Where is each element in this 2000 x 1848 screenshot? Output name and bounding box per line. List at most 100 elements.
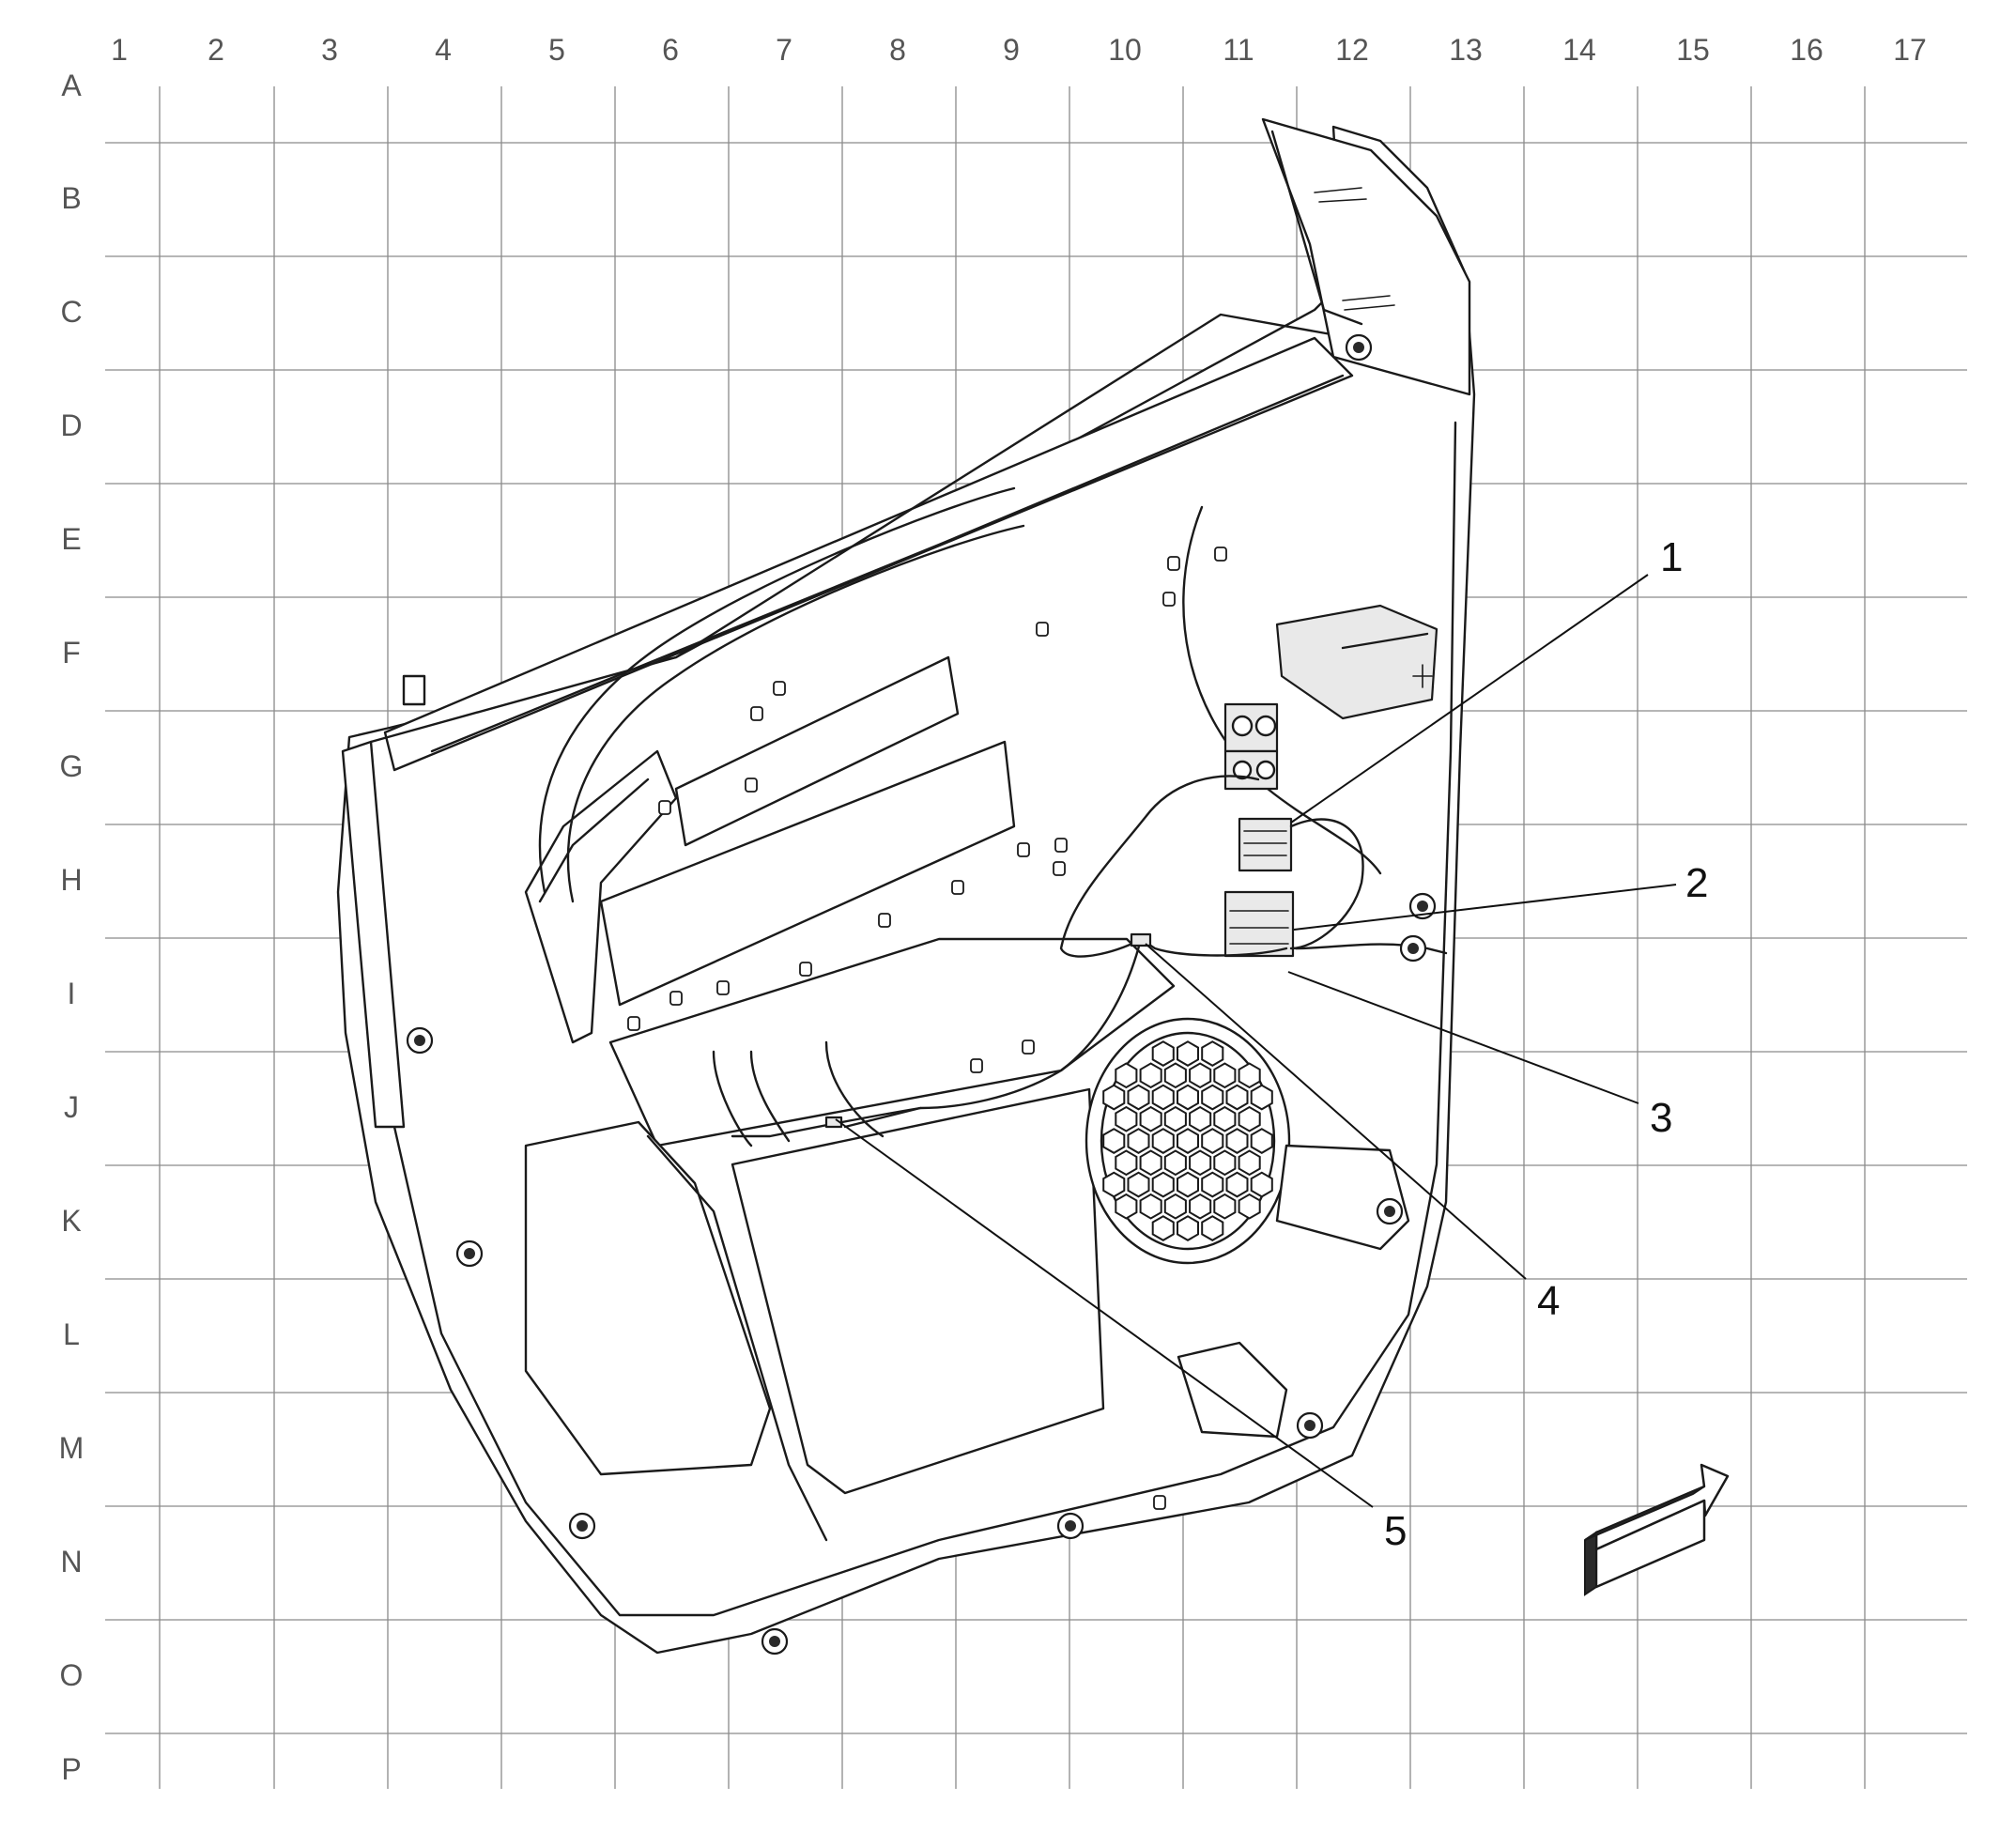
grille-hole <box>1225 1128 1249 1154</box>
harness-branch-down <box>843 937 1143 1129</box>
grille-hole <box>1139 1193 1162 1220</box>
harness-connector-2 <box>1223 890 1295 958</box>
grille-hole <box>1163 1193 1187 1220</box>
grid-column-label: 2 <box>208 33 224 67</box>
callout-leader-3 <box>1287 971 1639 1104</box>
push-pin-retainer <box>568 1512 596 1540</box>
grille-hole <box>1238 1105 1261 1132</box>
grille-hole <box>1115 1193 1138 1220</box>
grille-hole <box>1102 1084 1126 1111</box>
main-harness-wire <box>1059 775 1288 958</box>
grille-hole <box>1201 1040 1224 1067</box>
push-pin-retainer <box>761 1627 789 1656</box>
grille-hole <box>1139 1105 1162 1132</box>
grid-row-label: C <box>60 295 82 329</box>
callout-number-3: 3 <box>1650 1095 1672 1141</box>
grille-hole <box>1127 1084 1150 1111</box>
mounting-pin <box>669 991 683 1006</box>
grid-column-label: 11 <box>1223 33 1254 67</box>
push-pin-retainer <box>1399 934 1427 962</box>
grille-hole <box>1102 1171 1126 1198</box>
window-switch-bezel <box>599 740 1016 1007</box>
grille-hole <box>1201 1215 1224 1241</box>
sail-vent-1 <box>1314 187 1362 193</box>
grille-hole <box>1238 1062 1261 1089</box>
mounting-pin <box>1153 1495 1166 1510</box>
callout-number-5: 5 <box>1384 1508 1407 1554</box>
push-pin-retainer <box>1056 1512 1085 1540</box>
mounting-pin <box>1022 1040 1035 1055</box>
grille-hole <box>1177 1084 1199 1111</box>
grille-hole <box>1250 1171 1273 1198</box>
grille-hole <box>1139 1149 1162 1177</box>
beltline-rail-seam <box>430 374 1345 753</box>
mounting-pin <box>878 913 891 928</box>
grille-hole <box>1115 1149 1138 1177</box>
sail-inner-edge <box>1270 130 1363 326</box>
callout-number-2: 2 <box>1685 860 1708 906</box>
callout-number-1: 1 <box>1660 534 1683 580</box>
grid-row-label: F <box>62 636 81 670</box>
pull-handle-cup <box>524 749 678 1044</box>
grille-hole <box>1115 1105 1138 1132</box>
grille-hole <box>1201 1084 1224 1111</box>
grid-row-label: H <box>60 863 82 897</box>
mounting-pin <box>716 980 730 995</box>
mounting-pin <box>799 962 812 977</box>
grille-hole <box>1163 1062 1187 1089</box>
grid-column-label: 16 <box>1790 33 1823 67</box>
mounting-pin <box>658 800 671 815</box>
sail-vent-4 <box>1344 304 1395 311</box>
grille-hole <box>1238 1149 1261 1177</box>
callout-leader-1 <box>1290 574 1649 824</box>
grid-row-label: K <box>61 1204 81 1238</box>
grid-column-label: 8 <box>889 33 906 67</box>
harness-connector-1 <box>1238 817 1293 872</box>
grid-column-label: 9 <box>1003 33 1020 67</box>
mounting-pin <box>1167 556 1180 571</box>
grille-hole <box>1189 1193 1212 1220</box>
grid-row-label: I <box>68 977 76 1010</box>
grille-hole <box>1189 1062 1212 1089</box>
grille-hole <box>1151 1171 1175 1198</box>
grille-hole <box>1201 1171 1224 1198</box>
handle-arc-rail <box>538 486 1016 894</box>
grille-hole <box>1201 1128 1224 1154</box>
grid-column-label: 17 <box>1893 33 1927 67</box>
door-panel-inner-edge <box>369 421 1457 1617</box>
beltline-rail-top <box>369 313 1354 744</box>
door-lock-module <box>1275 604 1438 720</box>
grid-column-label: 7 <box>776 33 792 67</box>
grid-column-label: 6 <box>662 33 679 67</box>
grille-hole <box>1163 1105 1187 1132</box>
callout-leaders: 1 2 3 4 5 <box>835 534 1708 1554</box>
hinge-side-edge <box>341 740 406 1129</box>
grid-column-label: 15 <box>1676 33 1710 67</box>
grille-hole <box>1189 1149 1212 1177</box>
beltline-rail <box>383 336 1354 772</box>
grille-hole <box>1177 1040 1199 1067</box>
grille-hole <box>1238 1193 1261 1220</box>
grille-hole <box>1151 1084 1175 1111</box>
mounting-pin <box>773 681 786 696</box>
grid-row-label: O <box>60 1658 84 1692</box>
door-trim-panel <box>336 117 1476 1656</box>
grid-row-label: N <box>60 1545 82 1578</box>
grille-hole <box>1115 1062 1138 1089</box>
grid-row-label: G <box>60 749 84 783</box>
grid-row-label: E <box>61 522 81 556</box>
grille-hole <box>1151 1040 1175 1067</box>
push-pin-retainer <box>455 1240 484 1268</box>
callout-number-4: 4 <box>1537 1278 1560 1324</box>
grille-hole <box>1213 1193 1237 1220</box>
grille-hole <box>1189 1105 1212 1132</box>
bottom-reflector-housing <box>1177 1341 1288 1439</box>
grille-hole <box>1213 1105 1237 1132</box>
lock-module-line <box>1341 632 1429 650</box>
push-pin-retainer <box>1408 892 1437 920</box>
handle-arc-rail-inner <box>566 524 1025 903</box>
harness-loop-upper <box>1289 818 1364 950</box>
mounting-pin <box>970 1058 983 1073</box>
